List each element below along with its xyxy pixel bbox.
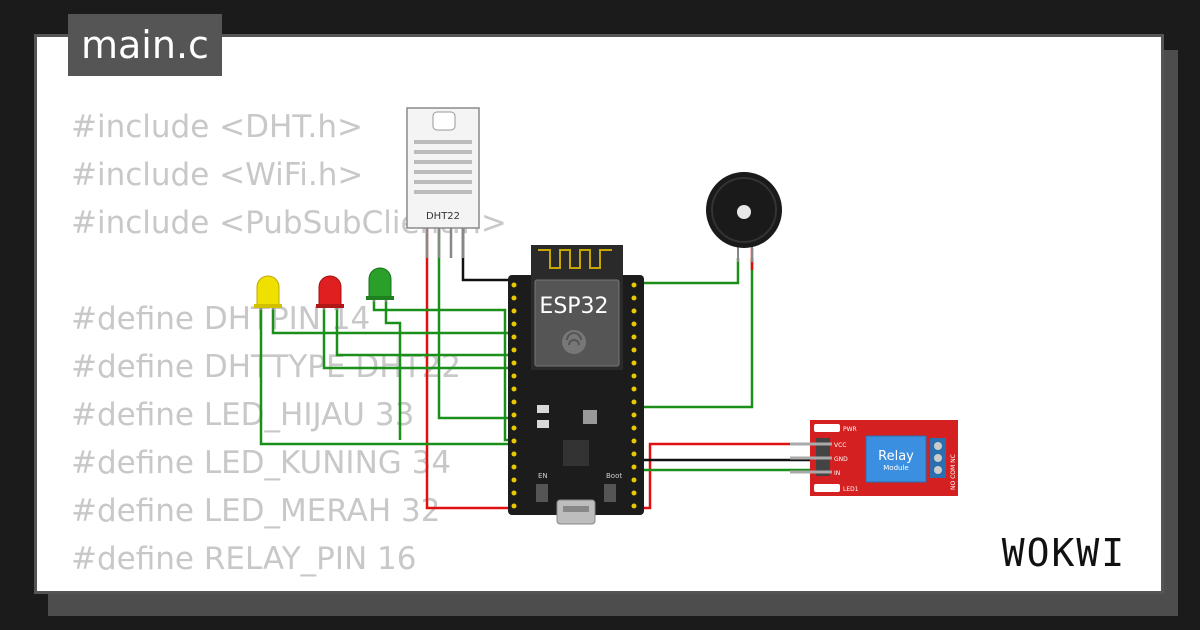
code-line: #include <WiFi.h> [71, 157, 364, 193]
relay-module[interactable]: Relay Module PWR LED1 VCC GND IN NO COM … [790, 420, 958, 496]
esp32-board[interactable]: ESP32 EN Boot [508, 245, 644, 525]
header-pins [511, 282, 637, 509]
boot-label: Boot [606, 472, 622, 480]
relay-pin-vcc: VCC [834, 442, 846, 449]
code-line: #include <DHT.h> [71, 109, 364, 145]
relay-pwr: PWR [843, 426, 857, 433]
esp32-label: ESP32 [539, 294, 608, 319]
en-label: EN [538, 472, 548, 480]
code-line: #define LED_HIJAU 33 [71, 397, 415, 433]
wire-yellow-gnd [259, 306, 520, 446]
code-line: #define LED_KUNING 34 [71, 445, 452, 481]
code-line: #define BUZZER 17 [71, 583, 507, 591]
relay-outputs: NO COM NC [950, 454, 957, 490]
code-line: #define LED_MERAH 32 [71, 493, 441, 529]
wire-yellow-led [271, 306, 520, 335]
dht22-sensor[interactable]: DHT22 [406, 107, 480, 258]
wokwi-logo-text: WOKWI [1002, 531, 1126, 575]
sensor-pins [425, 228, 465, 258]
wire-red-gnd [322, 306, 520, 370]
relay-pin-in: IN [834, 470, 840, 477]
relay-sublabel: Module [883, 464, 908, 472]
relay-led: LED1 [843, 486, 859, 493]
relay-label: Relay [878, 449, 914, 464]
relay-pins [790, 442, 832, 474]
wire-buzzer-2 [632, 258, 754, 409]
led-green[interactable] [366, 267, 394, 302]
relay-pin-gnd: GND [834, 456, 848, 463]
file-tab[interactable]: main.c [68, 14, 222, 76]
wire-dht-gnd [461, 228, 520, 282]
dht22-label: DHT22 [426, 211, 460, 222]
wires [259, 228, 812, 510]
wokwi-logo: WOKWI [1002, 531, 1126, 575]
wire-dht-vcc [425, 228, 812, 510]
wire-dht-data [437, 228, 520, 420]
wire-buzzer-1 [632, 258, 740, 285]
led-yellow[interactable] [254, 275, 282, 310]
wire-red-led [335, 306, 520, 357]
led-red[interactable] [316, 275, 344, 310]
code-line: #define RELAY_PIN 16 [71, 541, 417, 577]
sensor-grille [414, 140, 472, 194]
buzzer[interactable] [706, 172, 782, 262]
